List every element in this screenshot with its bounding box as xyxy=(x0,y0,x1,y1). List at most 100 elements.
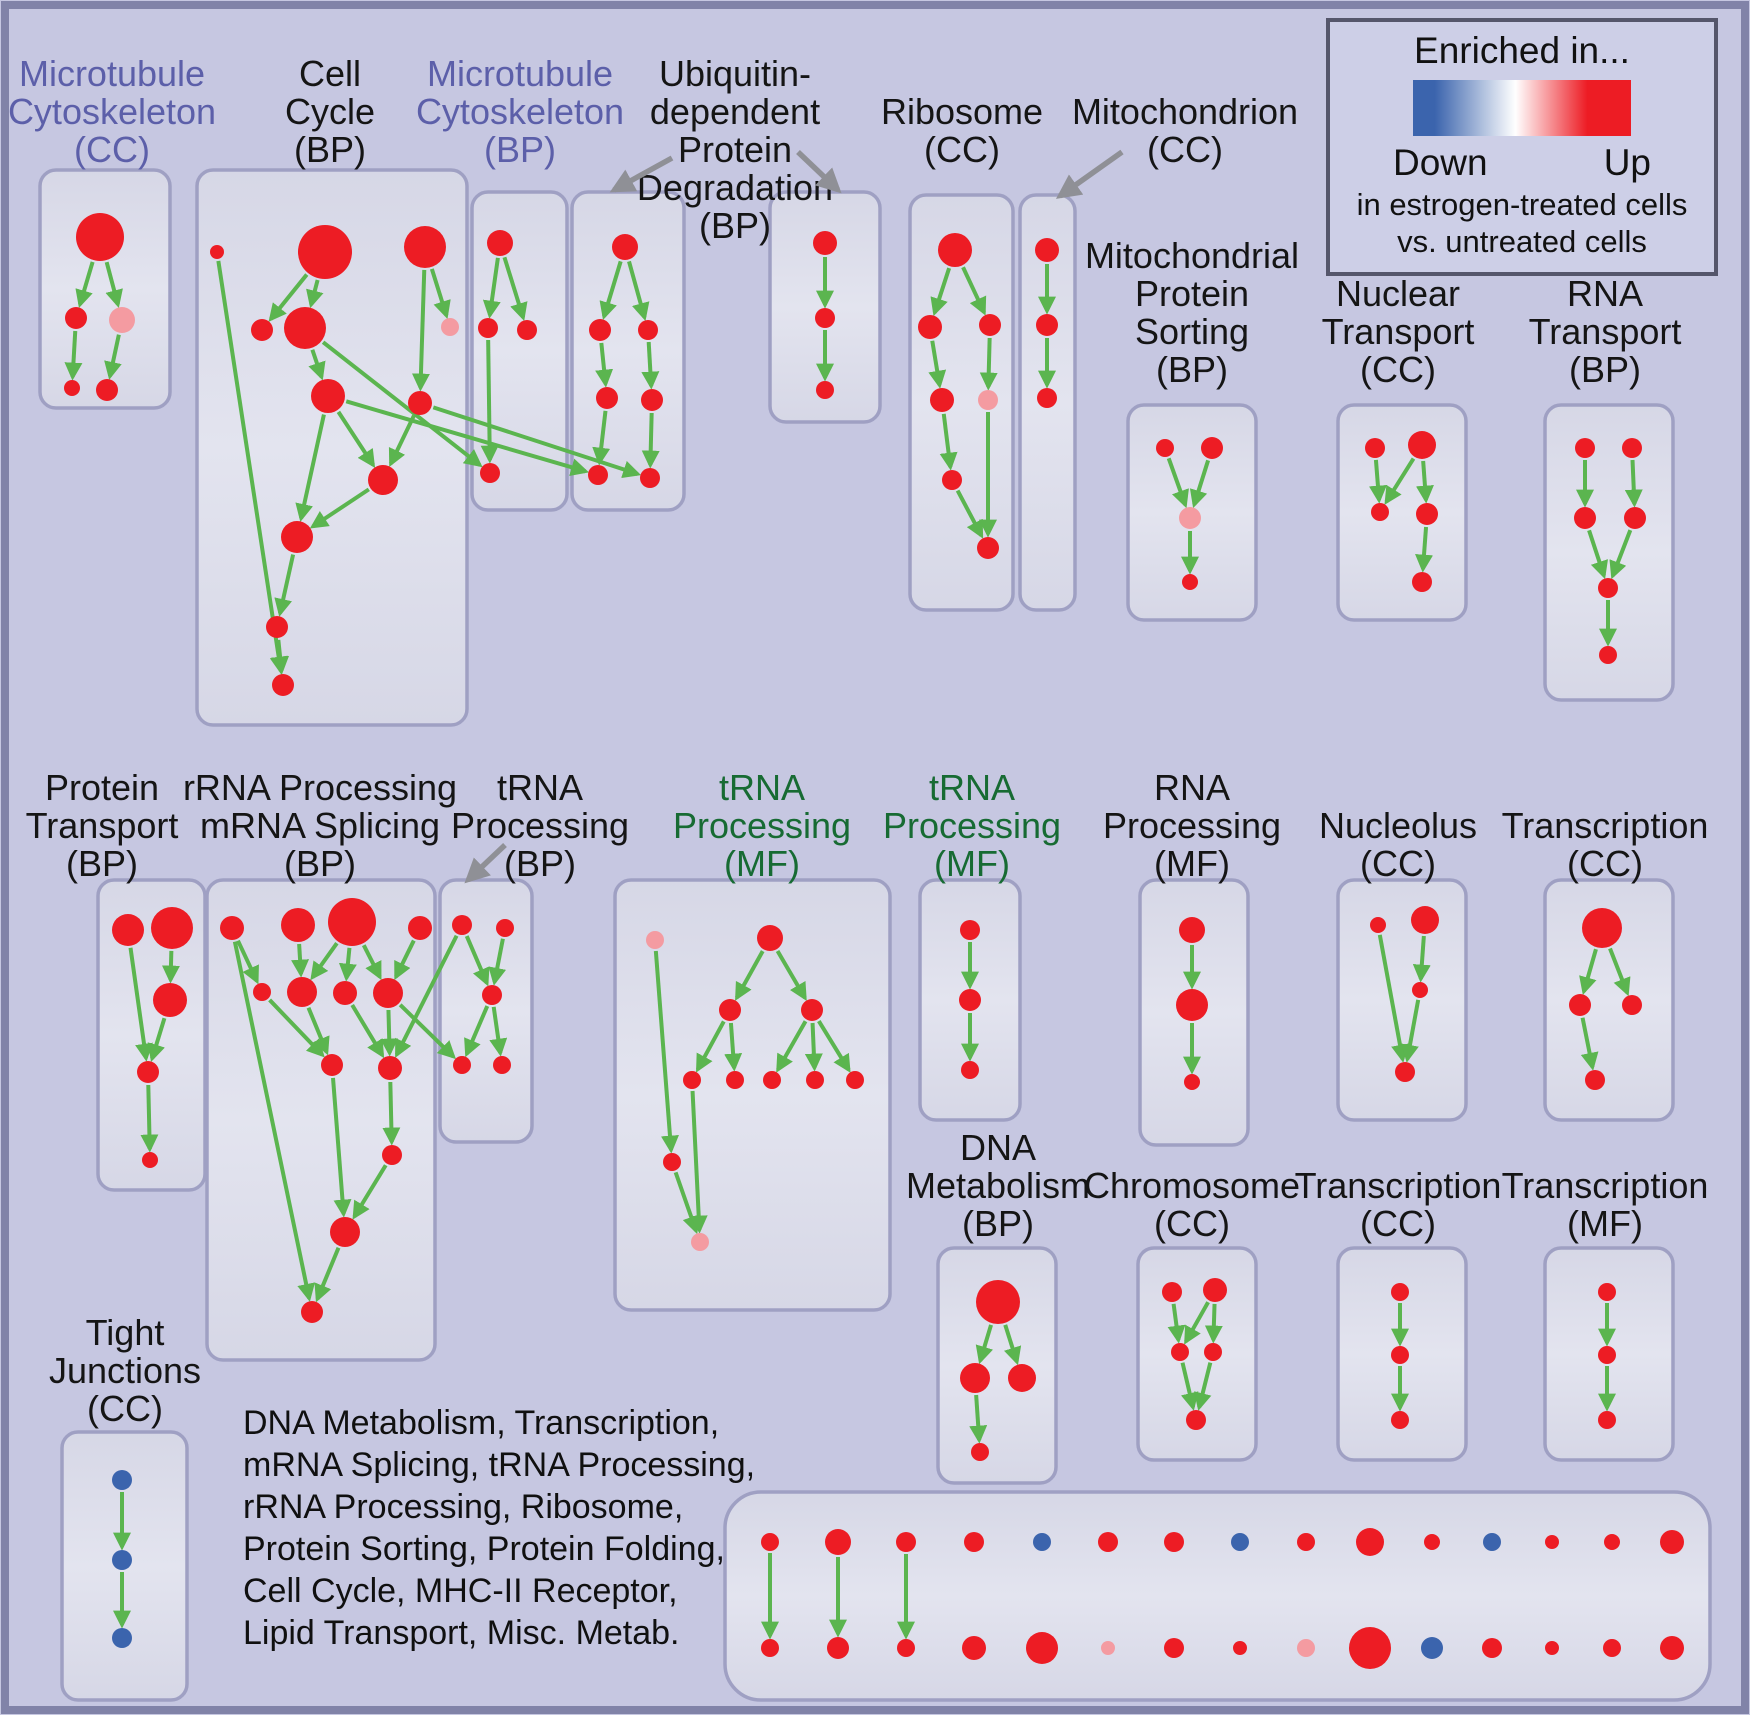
rrna-processing-mrna-splicing-bp-node xyxy=(373,978,403,1008)
rna-transport-bp-node xyxy=(1624,507,1646,529)
mixed-terms-node xyxy=(896,1532,916,1552)
protein-transport-bp-node xyxy=(112,914,144,946)
rna-transport-bp-node xyxy=(1599,646,1617,664)
mixed-terms-node xyxy=(1349,1627,1391,1669)
rrna-processing-mrna-splicing-bp-node xyxy=(382,1145,402,1165)
chromosome-cc-node xyxy=(1162,1282,1182,1302)
trna-processing-mf-large-node xyxy=(846,1071,864,1089)
microtubule-cytoskeleton-bp-node xyxy=(480,463,500,483)
network-edge xyxy=(961,266,987,316)
network-edge xyxy=(380,1009,399,1057)
mixed-terms-node xyxy=(1482,1638,1502,1658)
microtubule-cytoskeleton-cc-node xyxy=(109,307,135,333)
mixed-terms-node xyxy=(1604,1534,1620,1550)
transcription-cc-mid-label: Transcription(CC) xyxy=(1502,805,1709,884)
network-edge xyxy=(482,257,501,319)
mixed-terms-node xyxy=(761,1533,779,1551)
network-edge xyxy=(345,399,589,476)
nucleolus-cc-label: Nucleolus(CC) xyxy=(1319,805,1477,884)
trna-processing-bp-node xyxy=(453,1056,471,1074)
mixed-terms-node xyxy=(1483,1533,1501,1551)
network-edge xyxy=(64,330,83,381)
microtubule-cytoskeleton-bp-node xyxy=(487,230,513,256)
mitochondrial-protein-sorting-bp-node xyxy=(1156,439,1174,457)
protein-transport-bp-node xyxy=(151,907,193,949)
network-edge xyxy=(969,1394,988,1444)
legend-title: Enriched in... xyxy=(1414,30,1630,71)
tight-junctions-cc-node xyxy=(112,1550,132,1570)
rrna-processing-mrna-splicing-bp-node xyxy=(220,916,244,940)
ubiquitin-degradation-bp-left-node xyxy=(612,234,638,260)
rna-transport-bp-box xyxy=(1543,403,1675,702)
network-edge xyxy=(271,639,290,675)
network-edge xyxy=(480,339,499,464)
nucleolus-cc-box xyxy=(1336,878,1468,1122)
dna-metabolism-bp-node xyxy=(971,1443,989,1461)
nuclear-transport-cc-box xyxy=(1336,403,1468,622)
mixed-terms-node xyxy=(897,1639,915,1657)
cell-cycle-bp-node xyxy=(266,616,288,638)
network-edge xyxy=(488,938,507,986)
network-edge xyxy=(1166,457,1189,509)
transcription-mf-node xyxy=(1598,1283,1616,1301)
network-edge xyxy=(140,1084,159,1153)
network-edge xyxy=(310,941,339,981)
mixed-terms-box xyxy=(723,1490,1712,1702)
trna-processing-mf-large-box xyxy=(613,878,892,1312)
mixed-terms-node xyxy=(1297,1639,1315,1657)
trna-processing-mf-large-node xyxy=(806,1071,824,1089)
network-edge xyxy=(147,1017,167,1063)
network-edge xyxy=(592,410,611,466)
network-edge xyxy=(1377,934,1409,1063)
network-edge xyxy=(979,337,998,391)
ribosome-cc-node xyxy=(978,390,998,410)
summary-line: Cell Cycle, MHC-II Receptor, xyxy=(243,1572,678,1610)
network-edge xyxy=(1415,526,1433,573)
transcription-cc-mid-node xyxy=(1622,995,1642,1015)
network-edge xyxy=(817,1020,851,1073)
rna-transport-bp-node xyxy=(1622,438,1642,458)
cell-cycle-bp-node xyxy=(272,674,294,696)
ribosome-cc-node xyxy=(930,388,954,412)
microtubule-cytoskeleton-bp-node xyxy=(517,320,537,340)
nuclear-transport-cc-node xyxy=(1365,438,1385,458)
network-edge xyxy=(1193,1362,1213,1411)
network-edge xyxy=(1189,459,1211,509)
nuclear-transport-cc-node xyxy=(1408,431,1436,459)
trna-processing-bp-node xyxy=(482,985,502,1005)
tight-junctions-cc-node xyxy=(112,1470,132,1490)
microtubule-cytoskeleton-cc-node xyxy=(96,379,118,401)
mixed-terms-node xyxy=(1545,1641,1559,1655)
protein-transport-bp-box xyxy=(96,878,207,1192)
protein-transport-bp-node xyxy=(153,983,187,1017)
ubiquitin-degradation-bp-left-node xyxy=(638,320,658,340)
network-edge xyxy=(1580,1017,1599,1071)
network-edge xyxy=(1384,457,1416,505)
transcription-cc-mid-box xyxy=(1543,878,1675,1122)
transcription-cc-bottom-node xyxy=(1391,1283,1409,1301)
trna-processing-bp-node xyxy=(496,919,514,937)
network-edge xyxy=(1587,529,1608,580)
nucleolus-cc-node xyxy=(1412,982,1428,998)
transcription-mf-node xyxy=(1598,1346,1616,1364)
trna-processing-mf-large-node xyxy=(726,1071,744,1089)
protein-transport-bp-node xyxy=(137,1061,159,1083)
tight-junctions-cc-node xyxy=(112,1628,132,1648)
chromosome-cc-label: Chromosome(CC) xyxy=(1084,1165,1300,1244)
legend-caption-2: vs. untreated cells xyxy=(1397,224,1647,259)
summary-term-list: DNA Metabolism, Transcription, mRNA Spli… xyxy=(243,1402,755,1654)
chromosome-cc-node xyxy=(1171,1343,1189,1361)
chromosome-cc-node xyxy=(1203,1278,1227,1302)
transcription-cc-mid-node xyxy=(1582,908,1622,948)
dna-metabolism-bp-box xyxy=(936,1246,1058,1485)
mixed-terms-node xyxy=(1026,1632,1058,1664)
network-edge xyxy=(695,1020,726,1073)
